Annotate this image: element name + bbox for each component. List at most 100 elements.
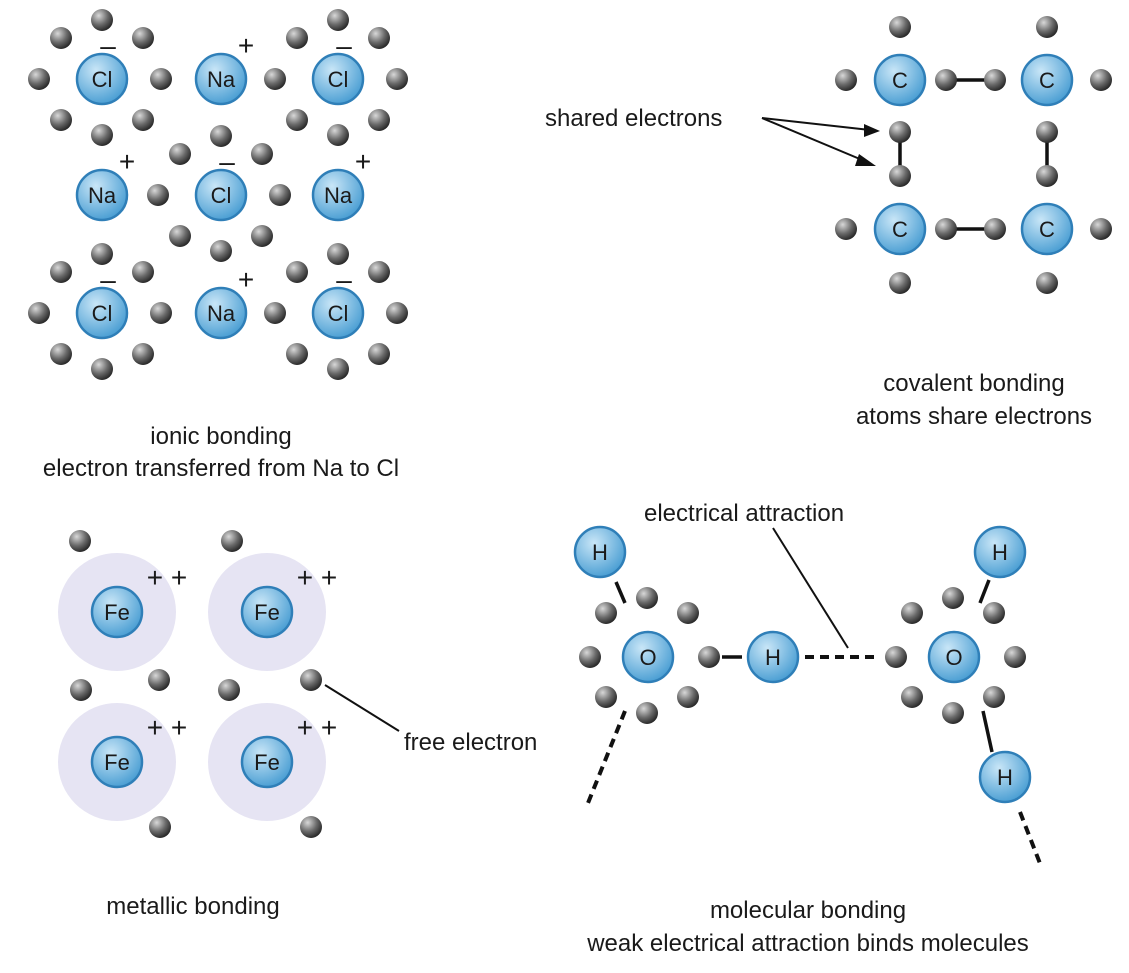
covalent-atoms: C C C C xyxy=(873,53,1074,256)
attraction-leader xyxy=(772,527,849,649)
free-electron xyxy=(300,816,322,838)
carbon-atom-3: C xyxy=(873,202,927,256)
molecular-electron xyxy=(1004,646,1026,668)
ionic-electron xyxy=(91,358,113,380)
ionic-caption-subtitle: electron transferred from Na to Cl xyxy=(43,455,399,482)
covalent-electrons xyxy=(835,16,1112,294)
covalent-electron xyxy=(1036,165,1058,187)
sodium-ion-1-symbol: Na xyxy=(207,67,236,92)
molecular-electron xyxy=(636,702,658,724)
hydrogen-atom-1: H xyxy=(573,525,627,579)
metallic-atoms: Fe+ +Fe+ +Fe+ +Fe+ + xyxy=(90,562,337,789)
ionic-electron xyxy=(368,343,390,365)
ionic-electrons xyxy=(28,9,408,380)
iron-atom-4-sphere xyxy=(240,735,294,789)
hydrogen-atom-4-sphere xyxy=(978,750,1032,804)
sodium-ion-2: Na xyxy=(75,168,129,222)
hydrogen-atom-4-symbol: H xyxy=(997,765,1013,790)
ionic-electron xyxy=(210,125,232,147)
electrical-attraction-label: electrical attraction xyxy=(644,500,844,527)
covalent-electron xyxy=(935,218,957,240)
arrow-head-lower xyxy=(855,154,876,166)
ionic-electron xyxy=(264,302,286,324)
chlorine-ion-4-sphere xyxy=(75,286,129,340)
molecular-electron xyxy=(942,587,964,609)
shared-electrons-label: shared electrons xyxy=(545,105,722,132)
ionic-electron xyxy=(132,343,154,365)
iron-atom-4-symbol: Fe xyxy=(254,750,280,775)
carbon-atom-4-symbol: C xyxy=(1039,217,1055,242)
covalent-electron xyxy=(889,121,911,143)
molecular-electron xyxy=(595,686,617,708)
ionic-electron xyxy=(150,302,172,324)
chlorine-ion-5-symbol: Cl xyxy=(328,301,349,326)
hydrogen-atom-4: H xyxy=(978,750,1032,804)
free-electron xyxy=(70,679,92,701)
chlorine-ion-1-sphere xyxy=(75,52,129,106)
ionic-electron xyxy=(327,243,349,265)
oxygen-atom-left-symbol: O xyxy=(639,645,656,670)
hydrogen-atom-2-sphere xyxy=(746,630,800,684)
oh-bond-left-upper xyxy=(614,581,627,604)
ionic-electron xyxy=(386,68,408,90)
sodium-ion-1: Na xyxy=(194,52,248,106)
molecular-bonds xyxy=(586,527,1043,867)
iron-atom-2: Fe xyxy=(240,585,294,639)
carbon-atom-2: C xyxy=(1020,53,1074,107)
ionic-electron xyxy=(368,261,390,283)
chlorine-ion-5: Cl xyxy=(311,286,365,340)
ionic-electron xyxy=(169,225,191,247)
covalent-caption-title: covalent bonding xyxy=(883,370,1064,397)
carbon-atom-3-sphere xyxy=(873,202,927,256)
oxygen-atom-left: O xyxy=(621,630,675,684)
oh-bond-right-upper xyxy=(978,579,991,604)
chlorine-ion-4: Cl xyxy=(75,286,129,340)
ionic-electron xyxy=(251,225,273,247)
chlorine-charge-5: – xyxy=(336,264,352,295)
chlorine-ion-3: Cl xyxy=(194,168,248,222)
chlorine-charge-2: – xyxy=(336,30,352,61)
molecular-electron xyxy=(983,686,1005,708)
covalent-electron xyxy=(1036,16,1058,38)
covalent-electron xyxy=(935,69,957,91)
sodium-ion-4-sphere xyxy=(194,286,248,340)
iron-atom-3-symbol: Fe xyxy=(104,750,130,775)
sodium-ion-2-sphere xyxy=(75,168,129,222)
sodium-ion-3-sphere xyxy=(311,168,365,222)
covalent-bonds xyxy=(898,78,1049,231)
ionic-electron xyxy=(286,343,308,365)
iron-charge-2: + + xyxy=(297,562,337,593)
molecular-caption-subtitle: weak electrical attraction binds molecul… xyxy=(586,930,1029,957)
free-electron xyxy=(218,679,240,701)
ionic-electron xyxy=(264,68,286,90)
metallic-bonding-panel: Fe+ +Fe+ +Fe+ +Fe+ + free electron metal… xyxy=(58,530,537,920)
ionic-electron xyxy=(147,184,169,206)
molecular-electron xyxy=(595,602,617,624)
iron-atom-1-symbol: Fe xyxy=(104,600,130,625)
covalent-electron xyxy=(835,69,857,91)
sodium-ion-4-symbol: Na xyxy=(207,301,236,326)
hydrogen-atom-1-sphere xyxy=(573,525,627,579)
carbon-atom-1-symbol: C xyxy=(892,68,908,93)
covalent-electron xyxy=(1090,218,1112,240)
hydrogen-bond-dashed-right xyxy=(1018,811,1043,867)
ionic-electron xyxy=(50,343,72,365)
sodium-ion-4: Na xyxy=(194,286,248,340)
iron-atom-2-sphere xyxy=(240,585,294,639)
carbon-atom-3-symbol: C xyxy=(892,217,908,242)
free-electron xyxy=(300,669,322,691)
hydrogen-atom-1-symbol: H xyxy=(592,540,608,565)
hydrogen-atom-2: H xyxy=(746,630,800,684)
carbon-atom-1: C xyxy=(873,53,927,107)
carbon-atom-1-sphere xyxy=(873,53,927,107)
ionic-electron xyxy=(132,109,154,131)
free-electron xyxy=(69,530,91,552)
ionic-electron xyxy=(269,184,291,206)
sodium-ion-3-symbol: Na xyxy=(324,183,353,208)
iron-atom-4: Fe xyxy=(240,735,294,789)
molecular-electron xyxy=(677,686,699,708)
